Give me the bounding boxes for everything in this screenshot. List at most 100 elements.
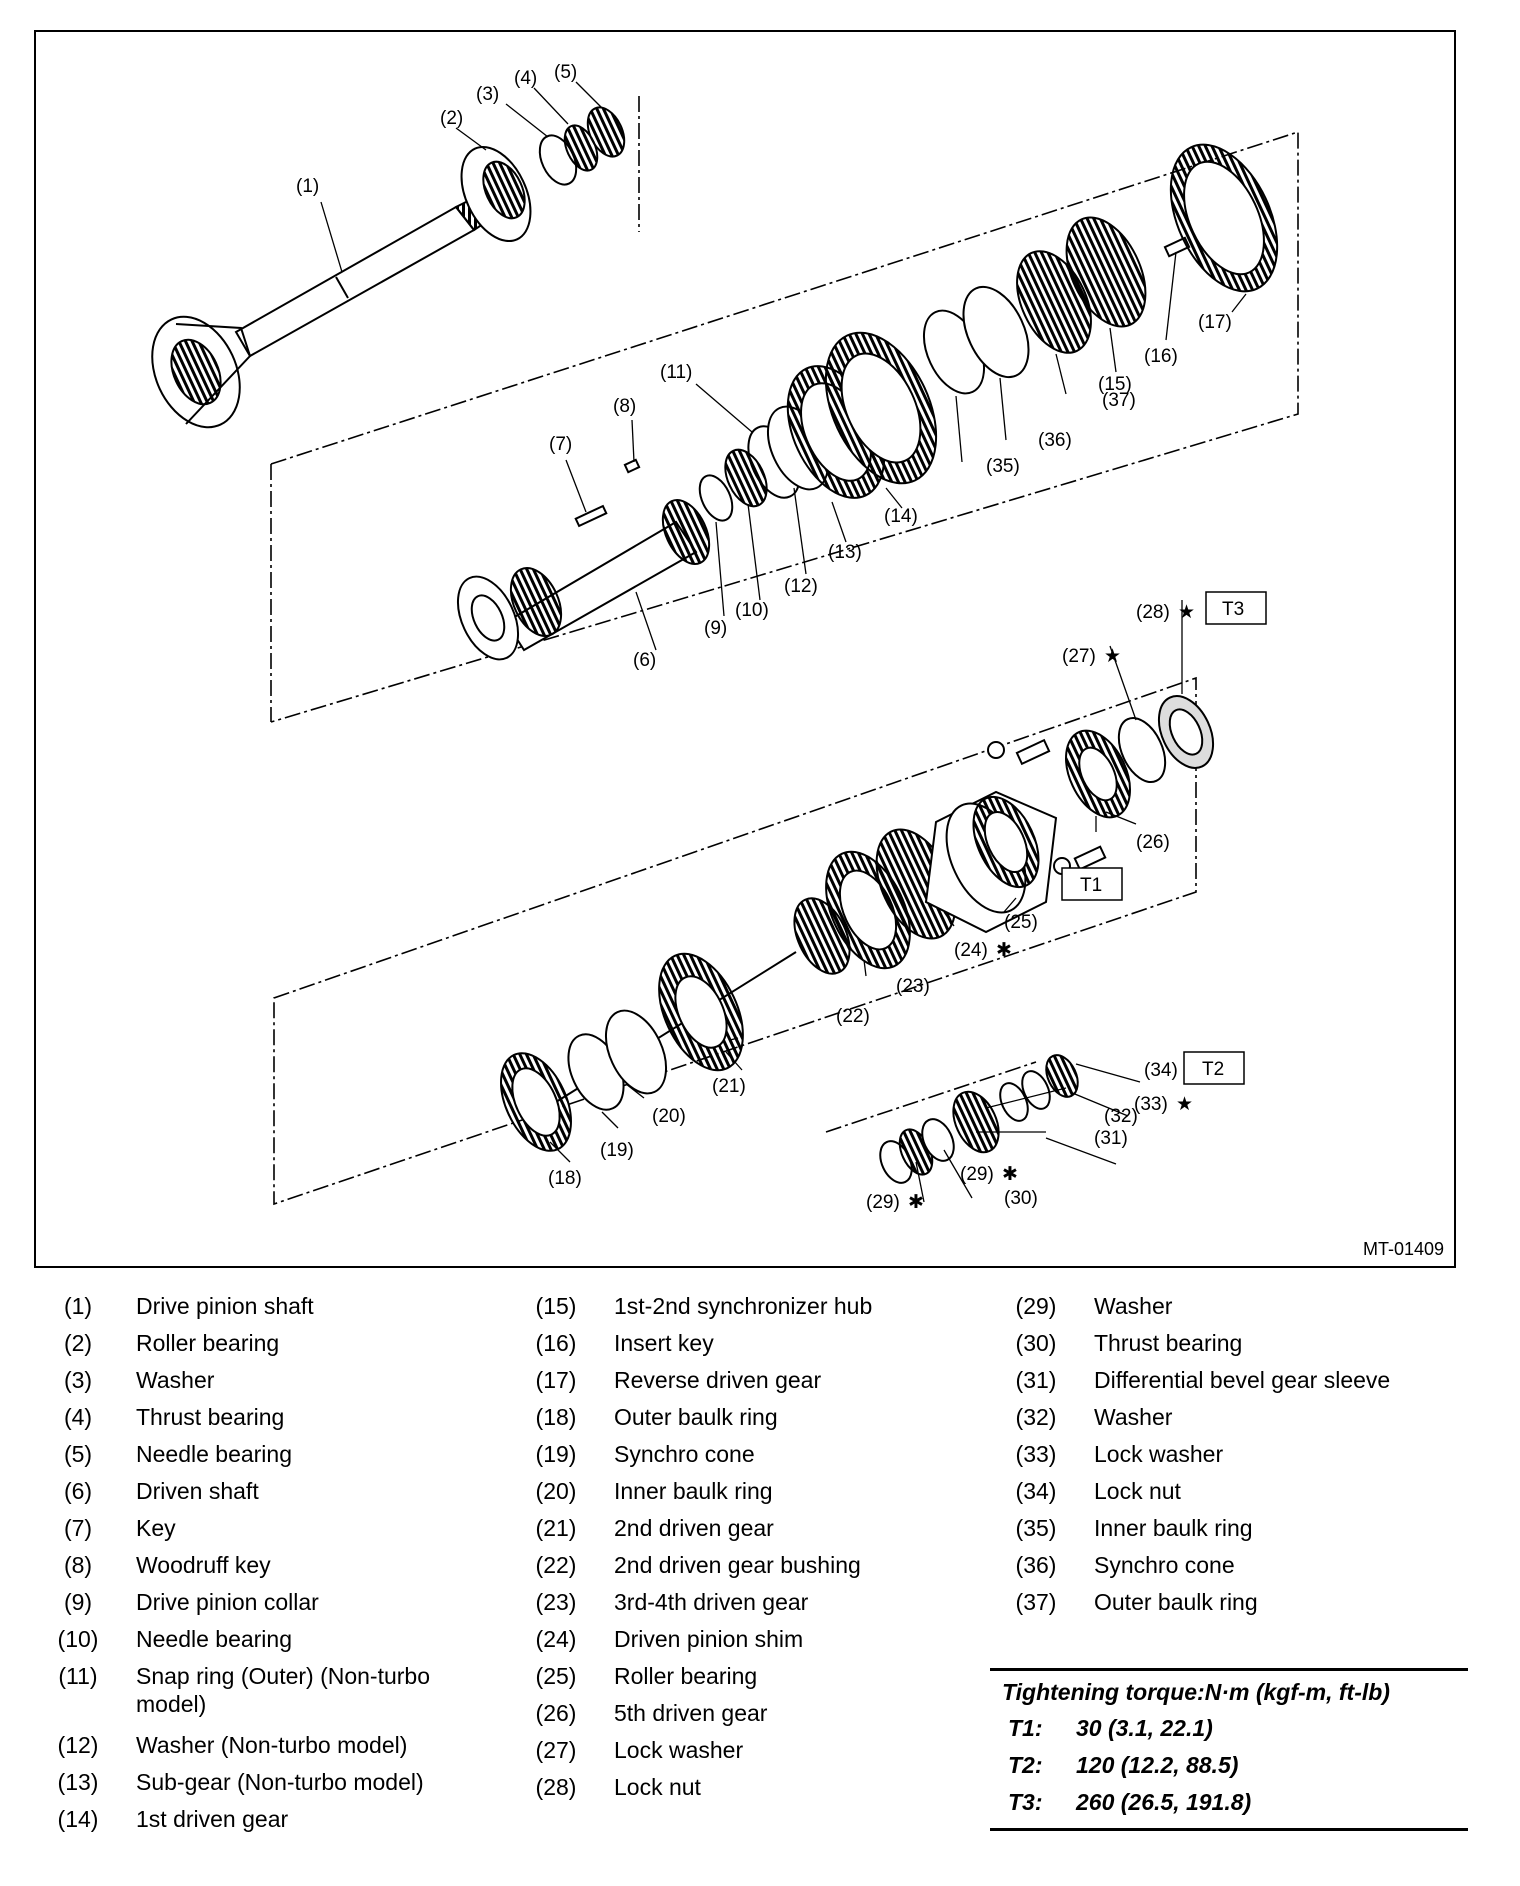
callout-29a: (29) (960, 1164, 994, 1185)
markers: ★ ★ ★ ★ ✱ ✱ ✱ (908, 602, 1203, 1213)
callout-14: (14) (884, 506, 918, 527)
callout-19: (19) (600, 1140, 634, 1161)
callout-7: (7) (549, 434, 572, 455)
legend-label: Washer (1094, 1293, 1173, 1319)
asterisk-24: ✱ (996, 940, 1012, 961)
legend-number: (29) (1015, 1293, 1057, 1319)
legend-label: Key (136, 1515, 176, 1541)
washer-subgear-1st-gear-group (766, 331, 938, 499)
legend-number: (16) (535, 1330, 577, 1356)
legend-label: Roller bearing (136, 1330, 280, 1356)
callout-33: (33) (1134, 1094, 1168, 1115)
legend-number: (2) (63, 1330, 93, 1356)
torque-tag-boxes: T3 T1 T2 (1061, 591, 1267, 1085)
legend-number: (35) (1015, 1515, 1057, 1541)
legend-label: Driven shaft (136, 1478, 259, 1504)
legend-label: Drive pinion collar (136, 1589, 319, 1615)
callout-35: (35) (986, 456, 1020, 477)
tightening-torque-table: Tightening torque:N·m (kgf-m, ft-lb) T1:… (990, 1668, 1468, 1831)
torque-title: Tightening torque:N·m (kgf-m, ft-lb) (1002, 1679, 1390, 1705)
legend-label: Insert key (614, 1330, 714, 1356)
callout-15: (15) (1098, 374, 1132, 395)
torque-value: 260 (26.5, 191.8) (1076, 1789, 1252, 1815)
synchro-reverse-group (922, 143, 1279, 395)
legend-label: Washer (Non-turbo model) (136, 1732, 408, 1758)
legend-label: Lock nut (1094, 1478, 1181, 1504)
callout-22: (22) (836, 1006, 870, 1027)
leader-lines (320, 81, 1247, 1203)
legend-label: Sub-gear (Non-turbo model) (136, 1769, 424, 1795)
callout-5: (5) (554, 62, 577, 83)
legend-label: Roller bearing (614, 1663, 758, 1689)
figure-id: MT-01409 (1362, 1239, 1444, 1259)
callout-3: (3) (476, 84, 499, 105)
torque-value: 30 (3.1, 22.1) (1076, 1715, 1213, 1741)
legend-number: (24) (535, 1626, 577, 1652)
star-28: ★ (1178, 602, 1195, 623)
legend-label: 2nd driven gear bushing (614, 1552, 861, 1578)
callout-18: (18) (548, 1168, 582, 1189)
legend-label: Washer (1094, 1404, 1173, 1430)
callout-1: (1) (296, 176, 319, 197)
legend-label: Lock washer (614, 1737, 744, 1763)
legend-label: Inner baulk ring (1094, 1515, 1253, 1541)
torque-key: T2: (1008, 1752, 1043, 1778)
collar-needle-snapring-group (698, 425, 801, 522)
callout-28: (28) (1136, 602, 1170, 623)
callout-27: (27) (1062, 646, 1096, 667)
callout-10: (10) (735, 600, 769, 621)
callout-26: (26) (1136, 832, 1170, 853)
legend-label: 3rd-4th driven gear (614, 1589, 809, 1615)
legend-label: Thrust bearing (136, 1404, 285, 1430)
second-third-gear-group (500, 828, 957, 1152)
driven-shaft (456, 458, 711, 661)
star-27: ★ (1104, 646, 1121, 667)
asterisk-29a: ✱ (1002, 1164, 1018, 1185)
legend-number: (14) (57, 1806, 99, 1832)
callout-4: (4) (514, 68, 537, 89)
legend-number: (7) (63, 1515, 93, 1541)
callout-30: (30) (1004, 1188, 1038, 1209)
legend-number: (17) (535, 1367, 577, 1393)
legend-number: (4) (63, 1404, 93, 1430)
torque-key: T1: (1008, 1715, 1043, 1741)
drive-pinion-shaft (151, 190, 500, 429)
exploded-view-drawing: (1) (2) (3) (4) (5) (6) (7) (8) (9) (10)… (151, 62, 1299, 1213)
legend-number: (33) (1015, 1441, 1057, 1467)
legend-number: (15) (535, 1293, 577, 1319)
legend-number: (11) (58, 1663, 98, 1689)
callout-13: (13) (828, 542, 862, 563)
legend-number: (21) (535, 1515, 577, 1541)
legend-number: (5) (63, 1441, 93, 1467)
legend-number: (25) (535, 1663, 577, 1689)
legend-label: 1st-2nd synchronizer hub (614, 1293, 873, 1319)
legend-label: Snap ring (Outer) (Non-turbo model) (136, 1663, 431, 1717)
legend-number: (23) (535, 1589, 577, 1615)
legend-label: Woodruff key (136, 1552, 271, 1578)
callout-21: (21) (712, 1076, 746, 1097)
legend-number: (12) (57, 1732, 99, 1758)
legend-label: Washer (136, 1367, 215, 1393)
callout-24: (24) (954, 940, 988, 961)
legend-label: Inner baulk ring (614, 1478, 773, 1504)
legend-number: (1) (63, 1293, 93, 1319)
callout-32: (32) (1104, 1106, 1138, 1127)
callout-31: (31) (1094, 1128, 1128, 1149)
legend-number: (20) (535, 1478, 577, 1504)
legend-label: Synchro cone (614, 1441, 755, 1467)
callout-20: (20) (652, 1106, 686, 1127)
callout-36: (36) (1038, 430, 1072, 451)
legend-number: (18) (535, 1404, 577, 1430)
legend-label: 1st driven gear (136, 1806, 289, 1832)
callout-23: (23) (896, 976, 930, 997)
legend-label: 5th driven gear (614, 1700, 768, 1726)
legend-number: (28) (535, 1774, 577, 1800)
callout-6: (6) (633, 650, 656, 671)
torque-value: 120 (12.2, 88.5) (1076, 1752, 1239, 1778)
torque-row: T1: 30 (3.1, 22.1) (990, 1711, 1468, 1748)
torque-tag-t1: T1 (1080, 875, 1102, 896)
legend-number: (27) (535, 1737, 577, 1763)
legend-number: (36) (1015, 1552, 1057, 1578)
legend-number: (26) (535, 1700, 577, 1726)
roller-bearing-2 (460, 145, 532, 243)
